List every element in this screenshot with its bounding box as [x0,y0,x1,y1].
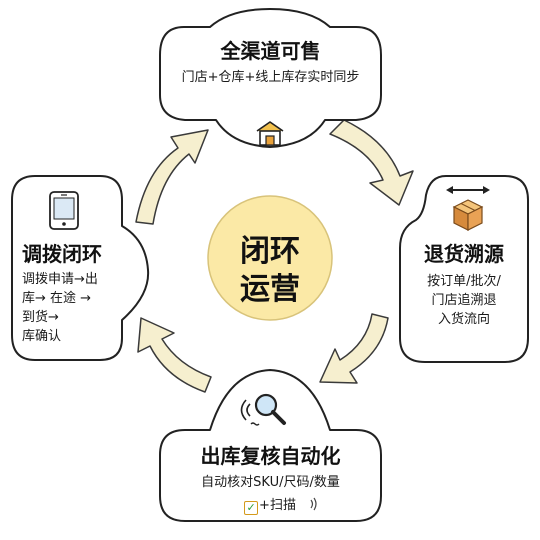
package-box-icon [446,186,490,231]
node-bottom-title: 出库复核自动化 [200,444,341,468]
node-right-title: 退货溯源 [424,242,504,266]
tablet-icon [49,191,79,230]
center-circle [207,195,333,321]
cloud-left [11,175,150,361]
cloud-bottom [159,369,382,522]
node-right-desc-line: 入货流向 [437,312,490,327]
arrow-top-to-right [329,119,414,206]
node-right-desc: 按订单/批次/ 门店追溯退 入货流向 [400,272,528,329]
arrow-left-to-top [135,129,209,225]
node-top-desc: 门店+仓库+线上库存实时同步 [181,70,360,85]
magnifier-scan-icon [240,393,286,426]
arrow-bottom-to-left [137,317,212,393]
center-label-line1: 闭环 [240,234,300,269]
node-top-title: 全渠道可售 [220,39,321,63]
cycle-arrows [135,119,414,393]
center-label: 闭环 运营 [205,233,335,309]
node-left-desc-line: 调拨申请→出 [22,272,98,287]
node-bottom-scan: ✓+扫描 [0,494,540,515]
node-right-desc-line: 门店追溯退 [431,293,497,308]
checkbox-icon: ✓ [244,501,259,515]
node-bottom-scan-text: +扫描 [259,498,296,513]
scan-signal-icon [310,497,317,511]
cloud-right [399,175,529,363]
arrow-right-to-bottom [319,313,389,384]
node-bottom-desc: 自动核对SKU/尺码/数量 [201,475,340,490]
cloud-top [159,8,382,148]
warehouse-icon [256,121,284,146]
node-left-desc-line: 库→ 在途 → [22,291,92,306]
node-right-desc-line: 按订单/批次/ [427,274,501,289]
center-label-line2: 运营 [240,272,300,307]
node-left-desc-line: 到货→ [22,310,59,325]
node-left-title: 调拨闭环 [22,242,102,266]
node-left-desc: 调拨申请→出 库→ 在途 → 到货→ 库确认 [22,270,132,346]
node-left-desc-line: 库确认 [22,329,62,344]
